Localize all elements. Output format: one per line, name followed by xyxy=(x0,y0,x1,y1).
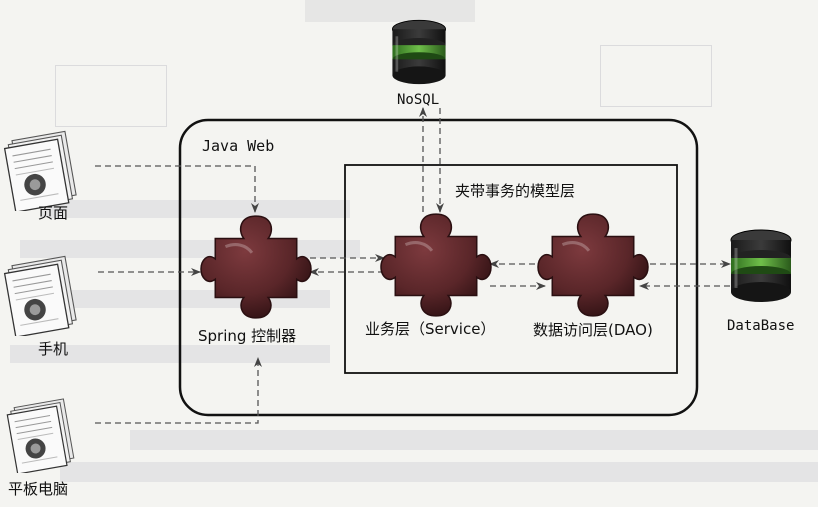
java-web-frame xyxy=(178,118,699,417)
label-page: 页面 xyxy=(38,204,69,222)
arrow-tablet-to-controller xyxy=(95,357,262,424)
label-tablet: 平板电脑 xyxy=(8,480,69,498)
label-java-web: Java Web xyxy=(202,137,275,155)
label-service-layer: 业务层（Service） xyxy=(365,320,496,338)
document-icon xyxy=(2,130,78,211)
puzzle-icon xyxy=(200,214,312,320)
label-spring-controller: Spring 控制器 xyxy=(198,327,297,345)
document-icon xyxy=(2,255,78,336)
label-dao-layer: 数据访问层(DAO) xyxy=(533,321,653,339)
label-model-layer: 夹带事务的模型层 xyxy=(455,182,576,200)
database-icon xyxy=(729,228,793,304)
database-icon xyxy=(391,18,447,86)
puzzle-icon xyxy=(537,212,649,318)
label-phone: 手机 xyxy=(38,340,69,358)
label-database: DataBase xyxy=(727,318,795,334)
arrow-page-to-controller xyxy=(95,165,259,213)
document-icon xyxy=(5,398,76,473)
model-layer-frame xyxy=(344,164,678,374)
label-nosql: NoSQL xyxy=(397,92,440,108)
puzzle-icon xyxy=(380,212,492,318)
